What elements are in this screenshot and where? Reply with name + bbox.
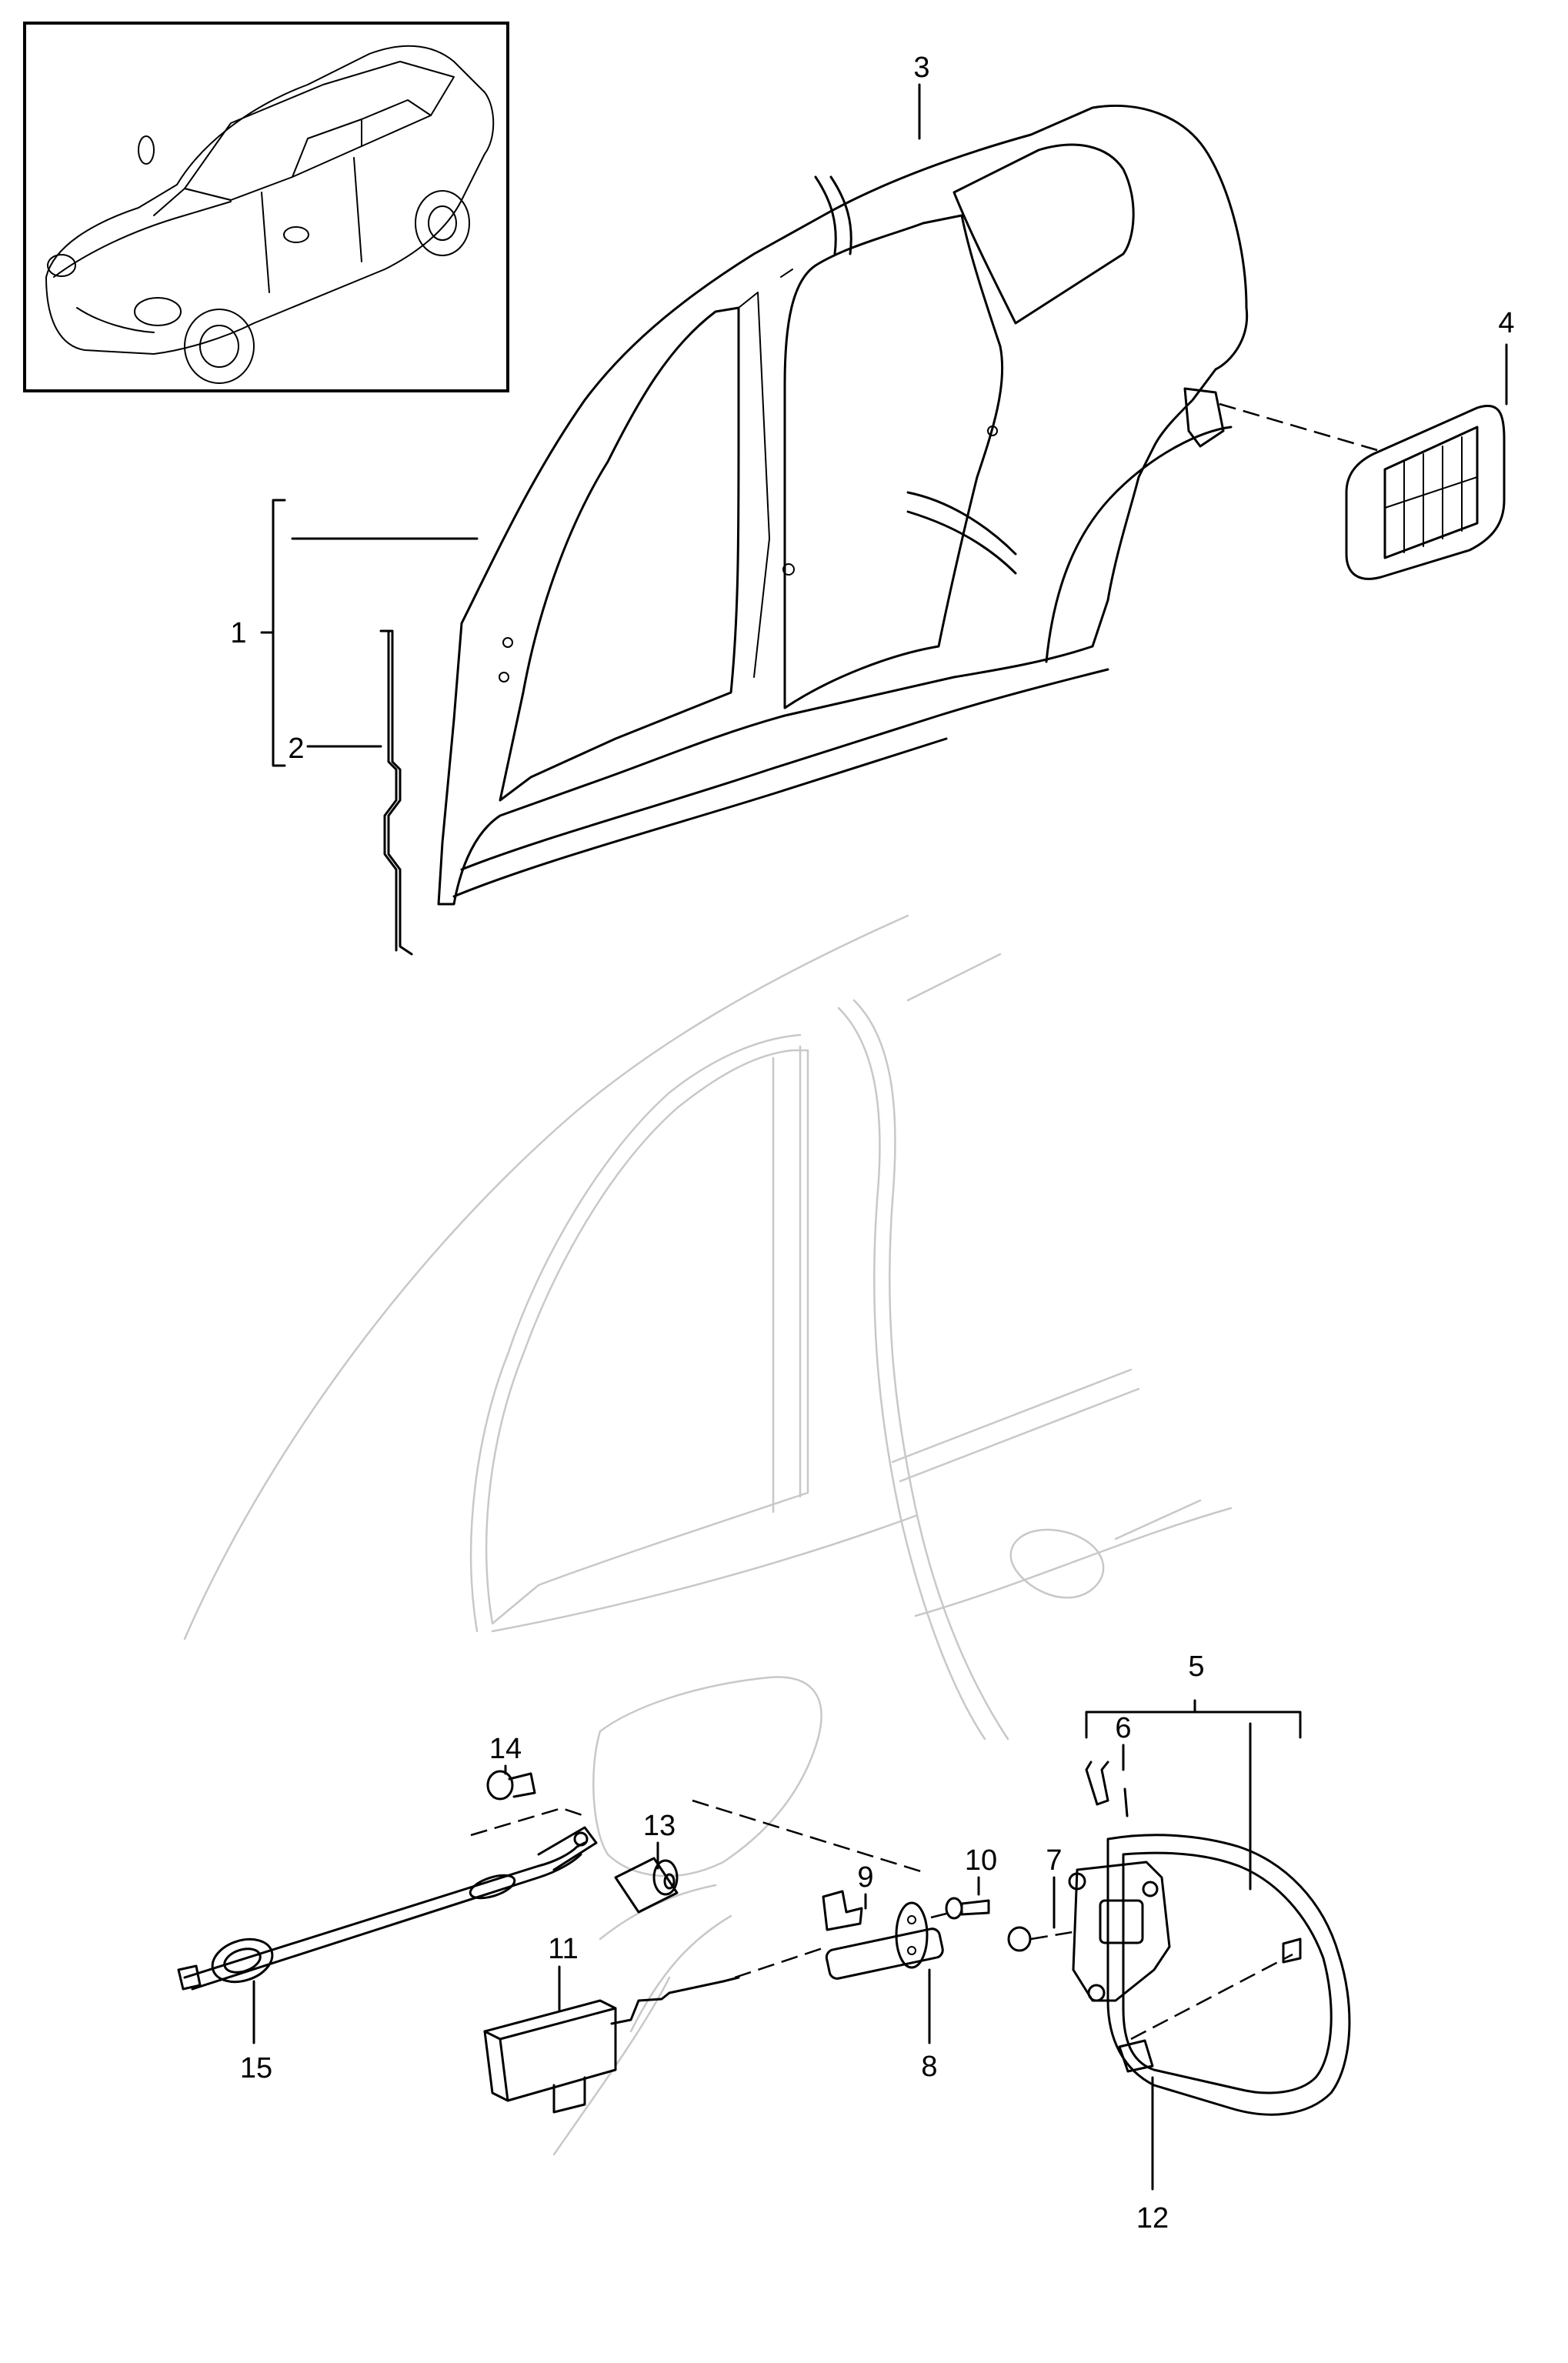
buffer-stop xyxy=(1007,1926,1032,1952)
leader-lines xyxy=(252,83,1508,2191)
callout-2: 2 xyxy=(288,733,304,765)
pin-clip xyxy=(822,1890,863,1931)
screw-leader-dash xyxy=(930,1912,947,1919)
locking-pin xyxy=(825,1901,944,1980)
callout-12: 12 xyxy=(1136,2202,1169,2235)
cap-leader-dash xyxy=(1130,1953,1293,2041)
side-panel-assembly xyxy=(437,105,1249,906)
callout-7: 7 xyxy=(1046,1844,1062,1877)
mounting-screw xyxy=(945,1897,990,1920)
buffer-leader-dash xyxy=(1030,1930,1078,1941)
actuator-leader-dash xyxy=(734,1945,828,1979)
guide-sleeve xyxy=(614,1857,679,1914)
actuator-motor xyxy=(483,1976,740,2114)
front-door-opening xyxy=(499,306,740,802)
callout-6: 6 xyxy=(1115,1712,1131,1744)
callout-3: 3 xyxy=(913,52,929,84)
background-body-outline xyxy=(183,914,1233,2156)
ventilation-grille xyxy=(1345,404,1506,580)
cable-bolt xyxy=(486,1770,536,1801)
callout-14: 14 xyxy=(489,1733,522,1765)
side-panel-outline xyxy=(437,105,1249,906)
seal-strip xyxy=(379,629,413,956)
callout-13: 13 xyxy=(643,1810,676,1842)
sleeve-leader-dash xyxy=(692,1799,924,1874)
callout-11: 11 xyxy=(548,1933,578,1965)
callout-1: 1 xyxy=(230,617,246,649)
fuel-flap-spring xyxy=(1085,1761,1129,1817)
vehicle-thumbnail xyxy=(45,45,495,384)
callout-8: 8 xyxy=(921,2051,937,2083)
callout-4: 4 xyxy=(1498,307,1514,339)
callout-9: 9 xyxy=(857,1861,873,1894)
callout-5: 5 xyxy=(1188,1650,1204,1683)
callout-15: 15 xyxy=(240,2052,272,2084)
release-cable xyxy=(177,1807,598,1991)
rubber-cap xyxy=(1118,2039,1154,2073)
callout-10: 10 xyxy=(965,1844,997,1877)
rear-wheel-arch xyxy=(1045,426,1233,663)
rear-door-opening xyxy=(783,214,1004,709)
quarter-window-opening xyxy=(952,143,1135,325)
vehicle-overview-inset xyxy=(23,22,509,392)
vent-leader-dash xyxy=(1219,402,1378,452)
fuel-flap xyxy=(1068,1834,1351,2116)
